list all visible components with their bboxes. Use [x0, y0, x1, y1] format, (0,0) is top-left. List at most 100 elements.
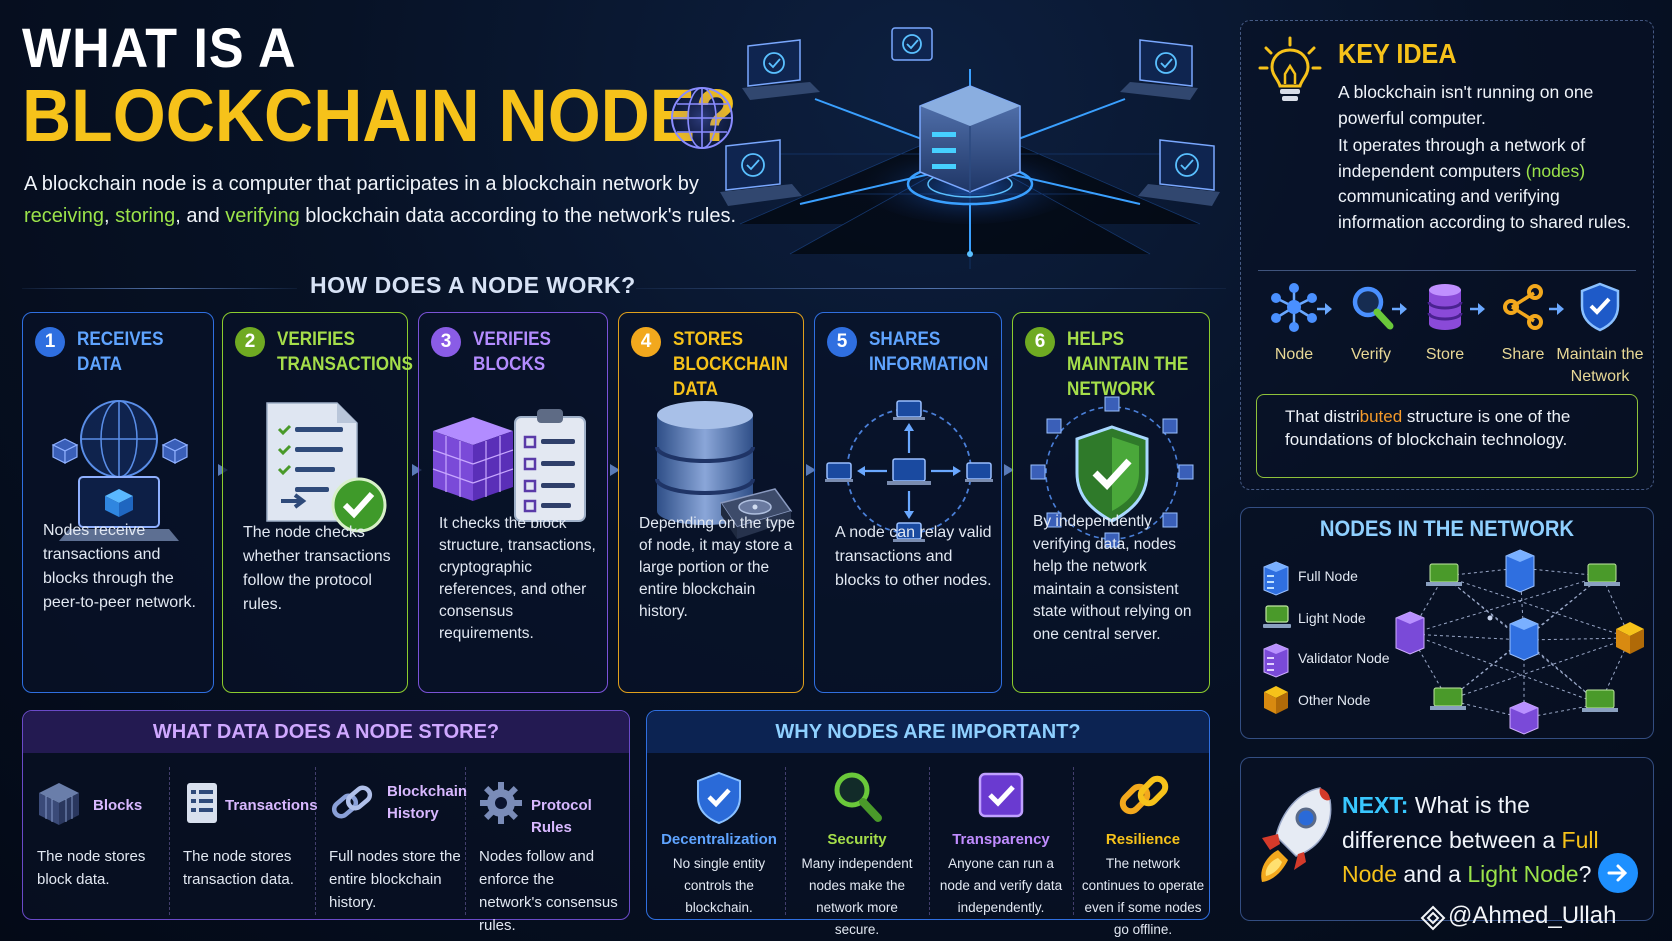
validator-node-icon: [1263, 643, 1289, 678]
intro-text: A blockchain node is a computer that par…: [24, 173, 737, 227]
why-item-security: Security Many independent nodes make the…: [793, 759, 921, 937]
column-divider: [929, 767, 930, 915]
next-label: NEXT:: [1342, 792, 1409, 818]
document-icon: [187, 783, 217, 823]
key-idea-text: A blockchain isn't running on one powerf…: [1338, 80, 1638, 235]
shared-network-icon: [825, 400, 993, 542]
section-divider-right: [636, 288, 1226, 289]
checkbox-icon: [978, 772, 1024, 818]
shield-check-icon: [1580, 282, 1620, 332]
arrow-right-icon: [1317, 303, 1332, 315]
next-full-node: Full Node: [1342, 826, 1599, 888]
nodes-network-title: NODES IN THE NETWORK: [1319, 516, 1575, 541]
step-desc-2: The node checks whether transactions fol…: [243, 524, 391, 613]
store-desc-blocks: The node stores block data.: [37, 848, 146, 888]
arrow-right-icon: [610, 464, 620, 476]
column-divider: [315, 767, 316, 915]
shield-network-icon: [1030, 396, 1194, 548]
how-section-title: HOW DOES A NODE WORK?: [310, 272, 636, 298]
step-desc-1: Nodes receive transactions and blocks th…: [43, 522, 196, 611]
store-name-history: Blockchain History: [387, 783, 468, 822]
why-name-resilience: Resilience: [1105, 831, 1181, 848]
author-credit: @Ahmed_Ullah: [1448, 902, 1617, 929]
node-cluster-icon: [1271, 283, 1317, 332]
next-arrow-button[interactable]: [1598, 853, 1638, 893]
why-name-security: Security: [827, 831, 887, 848]
legend-label-validator: Validator Node: [1298, 650, 1390, 666]
store-panel-title: WHAT DATA DOES A NODE STORE?: [23, 711, 629, 753]
step-desc-4: Depending on the type of node, it may st…: [639, 515, 795, 620]
magnifier-icon: [834, 772, 882, 822]
step-title-3: VERIFIES BLOCKS: [473, 329, 551, 375]
laptop-top: [891, 27, 933, 61]
magnifier-icon: [1352, 286, 1394, 330]
step-title-4: STORES BLOCKCHAIN DATA: [673, 329, 788, 400]
step-card-3: 3 VERIFIES BLOCKS It checks the block st…: [418, 312, 608, 693]
intro-verifying: verifying: [225, 205, 300, 227]
next-question: NEXT: What is the difference between a F…: [1342, 792, 1599, 888]
step-desc-5: A node can relay valid transactions and …: [835, 524, 992, 589]
shield-check-icon: [697, 771, 741, 825]
other-node-icon: [1264, 686, 1288, 714]
why-desc-transparency: Anyone can run a node and verify data in…: [939, 856, 1063, 915]
store-name-rules: Protocol Rules: [531, 797, 592, 836]
why-item-decentralization: Decentralization No single entity contro…: [655, 759, 783, 929]
step-title-2: VERIFIES TRANSACTIONS: [277, 329, 413, 375]
key-idea-nodes-highlight: (nodes): [1525, 160, 1586, 181]
legend-label-other: Other Node: [1298, 692, 1371, 708]
globe-icon: [671, 87, 733, 149]
intro-receiving: receiving: [24, 205, 105, 227]
key-idea-panel: [1240, 20, 1654, 490]
flow-label-share: Share: [1501, 346, 1545, 363]
key-idea-p2: It operates through a network of indepen…: [1338, 135, 1631, 232]
arrow-right-icon: [1470, 303, 1485, 315]
intro-storing: storing: [115, 205, 176, 227]
step-number-1: 1: [35, 327, 65, 357]
store-desc-rules: Nodes follow and enforce the network's c…: [479, 848, 618, 934]
why-name-transparency: Transparency: [952, 831, 1050, 848]
chain-link-icon: [331, 785, 373, 819]
store-name-blocks: Blocks: [93, 797, 143, 814]
why-desc-security: Many independent nodes make the network …: [801, 856, 913, 937]
step-number-2: 2: [235, 327, 265, 357]
database-harddrive-icon: [655, 401, 793, 539]
store-item-blocks: Blocks The node stores block data.: [23, 759, 169, 929]
gear-icon: [480, 782, 522, 824]
step-desc-6: By independently verifying data, nodes h…: [1033, 513, 1192, 643]
column-divider: [169, 767, 170, 915]
light-node-icon: [1263, 605, 1291, 628]
step-title-1: RECEIVES DATA: [77, 329, 164, 375]
why-desc-decentralization: No single entity controls the blockchain…: [672, 856, 766, 915]
column-divider: [1073, 767, 1074, 915]
why-item-resilience: Resilience The network continues to oper…: [1079, 759, 1207, 937]
key-idea-divider: [1258, 270, 1636, 271]
store-item-transactions: Transactions The node stores transaction…: [169, 759, 318, 929]
store-item-rules: Protocol Rules Nodes follow and enforce …: [465, 759, 629, 934]
store-panel: WHAT DATA DOES A NODE STORE? Blocks The …: [22, 710, 630, 934]
store-desc-history: Full nodes store the entire blockchain h…: [329, 848, 461, 911]
flow-label-maintain: Maintain the Network: [1556, 346, 1644, 385]
diamond-logo-icon: [1420, 905, 1446, 931]
step-card-2: 2 VERIFIES TRANSACTIONS The node checks …: [222, 312, 413, 693]
network-illustration: [720, 27, 1220, 269]
why-desc-resilience: The network continues to operate even if…: [1081, 856, 1205, 937]
cube-icon: [39, 783, 79, 825]
chain-icon: [1119, 775, 1169, 815]
key-idea-p1: A blockchain isn't running on one powerf…: [1338, 82, 1594, 128]
key-idea-note: That distributed structure is one of the…: [1256, 394, 1638, 478]
legend-label-light: Light Node: [1298, 610, 1366, 626]
store-name-transactions: Transactions: [225, 797, 318, 814]
flow-label-verify: Verify: [1350, 346, 1391, 363]
section-divider-left: [22, 288, 297, 289]
why-panel: WHY NODES ARE IMPORTANT? Decentralizatio…: [646, 710, 1210, 937]
rocket-icon: [1261, 787, 1332, 882]
arrow-right-icon: [1392, 303, 1407, 315]
step-card-5: 5 SHARES INFORMATION A node can relay va…: [814, 312, 1002, 693]
legend-label-full: Full Node: [1298, 568, 1358, 584]
title-line-2: BLOCKCHAIN NODE?: [22, 74, 737, 157]
step-number-5: 5: [827, 327, 857, 357]
key-note-highlight: buted: [1359, 407, 1403, 426]
store-desc-transactions: The node stores transaction data.: [183, 848, 294, 888]
key-idea-title: KEY IDEA: [1338, 38, 1457, 69]
arrow-right-icon: [1549, 303, 1564, 315]
